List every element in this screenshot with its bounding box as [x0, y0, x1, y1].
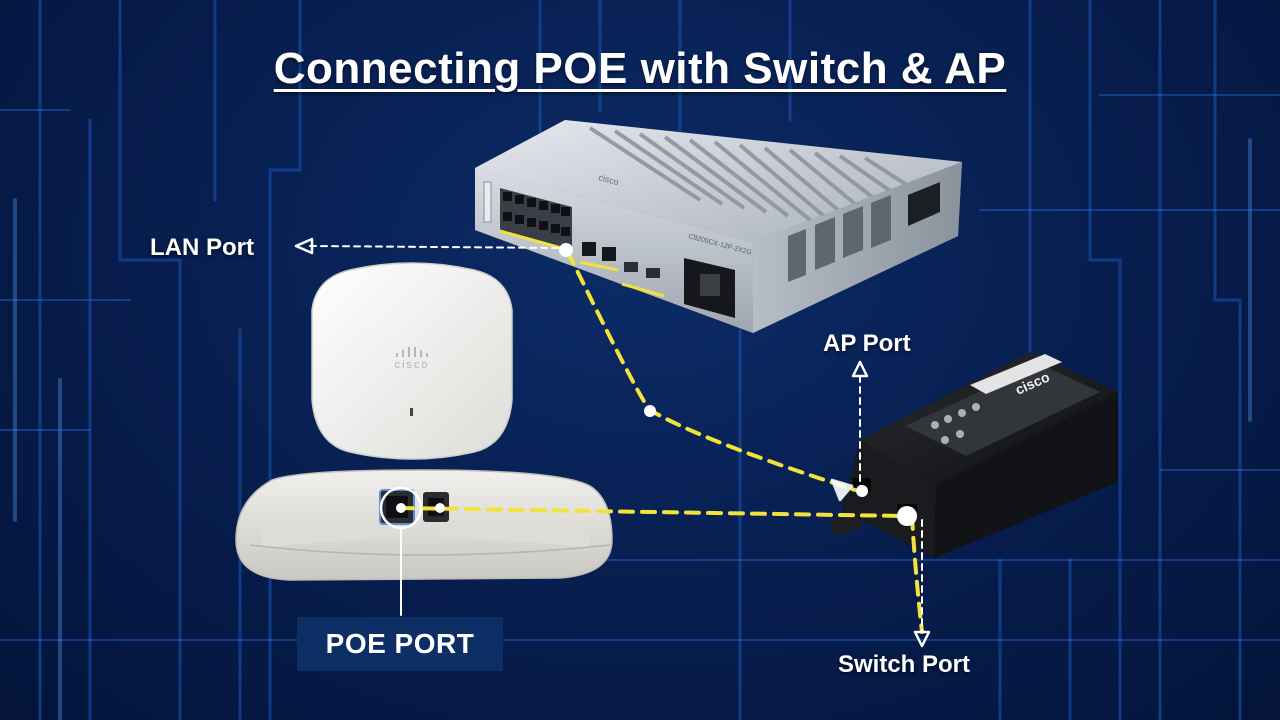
- page-title: Connecting POE with Switch & AP: [273, 44, 1007, 93]
- ap-arrow-head-icon: [851, 360, 869, 378]
- lan-arrow-head-icon: [294, 237, 314, 255]
- access-point-lid: cisco: [311, 262, 513, 460]
- ap-port-label: AP Port: [823, 330, 911, 357]
- poe-injector-device: cisco: [830, 352, 1118, 558]
- switch-device: cisco C9200CX-12P-2X2G: [475, 120, 962, 333]
- switch-arrow-head-icon: [913, 630, 931, 648]
- lan-port-label: LAN Port: [150, 234, 254, 261]
- switch-port-label: Switch Port: [838, 651, 971, 678]
- connection-points: [379, 243, 917, 530]
- poe-port-callout: POE PORT: [297, 617, 503, 671]
- arrow-heads: [294, 237, 931, 648]
- lan-pointer-line: [309, 245, 567, 249]
- access-point-base: [235, 469, 613, 581]
- injector-to-switch-port-line: [910, 514, 924, 634]
- injector-arrow-head-icon: [830, 478, 854, 502]
- ap-to-injector-cable: [398, 506, 907, 518]
- ap-brand: cisco: [394, 359, 429, 371]
- poe-port-label: POE PORT: [325, 628, 475, 659]
